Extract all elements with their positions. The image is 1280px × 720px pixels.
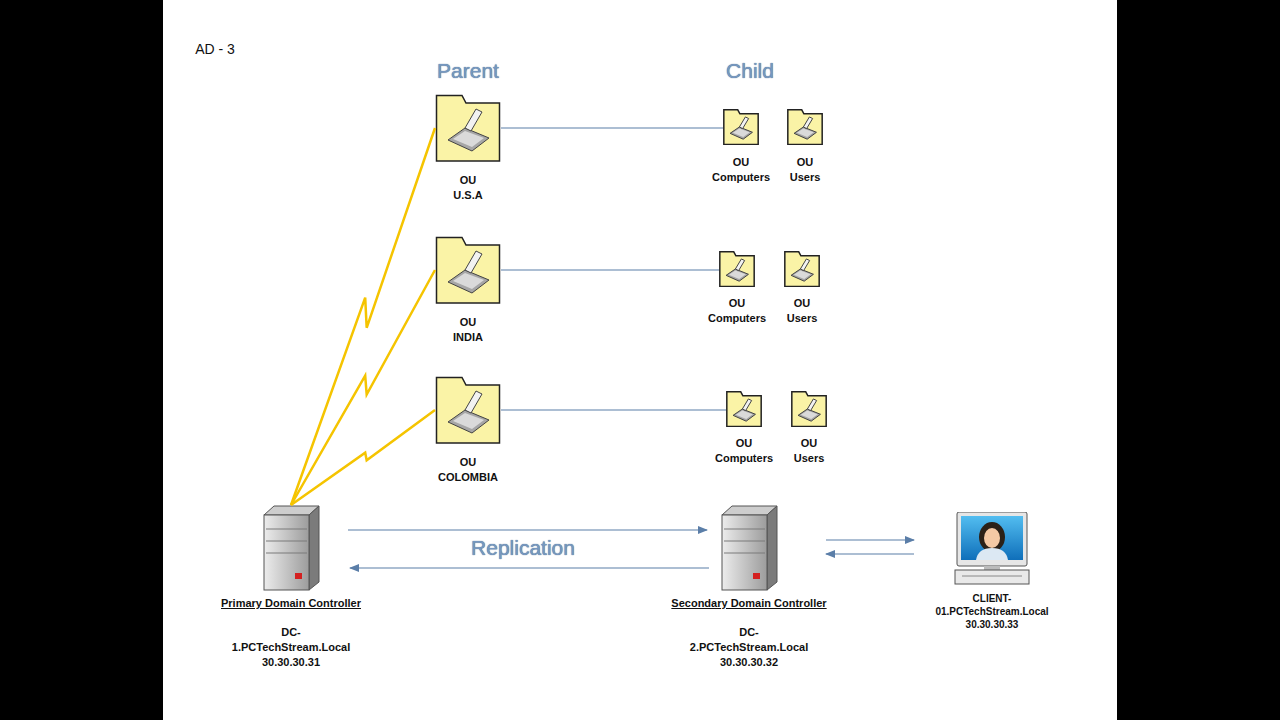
replication-arrow — [348, 529, 707, 530]
server-node: Primary Domain ControllerDC-1.PCTechStre… — [181, 505, 401, 670]
server-role: Primary Domain Controller — [221, 596, 361, 611]
workstation-icon — [954, 512, 1030, 586]
ou-link — [501, 269, 719, 270]
ou-folder: OU INDIA — [413, 236, 523, 345]
traffic-arrow — [826, 539, 914, 540]
lightning-link — [291, 270, 435, 505]
folder-icon — [435, 236, 501, 304]
ou-folder: OU U.S.A — [413, 94, 523, 203]
folder-icon — [724, 110, 758, 145]
ou-folder: OU Users — [775, 109, 835, 185]
server-role: Secondary Domain Controller — [671, 596, 826, 611]
server-icon — [264, 506, 319, 590]
folder-icon — [719, 251, 755, 287]
server-node: Secondary Domain ControllerDC-2.PCTechSt… — [639, 505, 859, 670]
ou-folder: OU Users — [779, 391, 839, 466]
folder-icon — [792, 392, 826, 427]
folder-icon — [435, 94, 501, 162]
ou-label: OU Computers — [715, 436, 773, 466]
folder-icon — [435, 376, 501, 444]
server-icon — [262, 505, 320, 591]
server-address: DC-1.PCTechStream.Local 30.30.30.31 — [232, 625, 350, 670]
ou-label: OU Users — [794, 436, 825, 466]
server-icon — [720, 505, 778, 591]
folder-icon — [791, 391, 827, 427]
folder-icon — [437, 96, 500, 162]
ou-label: OU U.S.A — [453, 173, 482, 203]
server-address: DC-2.PCTechStream.Local 30.30.30.32 — [690, 625, 808, 670]
edge-label: Replication — [471, 536, 575, 560]
folder-icon — [788, 110, 822, 145]
client-node: CLIENT-01.PCTechStream.Local 30.30.30.33 — [892, 512, 1092, 631]
lightning-link — [291, 128, 435, 505]
folder-icon — [437, 378, 500, 444]
folder-icon — [723, 109, 759, 145]
folder-icon — [437, 238, 500, 304]
replication-arrow — [350, 567, 709, 568]
ou-label: OU Computers — [708, 296, 766, 326]
folder-icon — [727, 392, 761, 427]
ou-folder: OU Computers — [697, 251, 777, 326]
ou-folder: OU Computers — [701, 109, 781, 185]
ou-link — [501, 409, 726, 410]
ou-label: OU Computers — [712, 155, 770, 185]
folder-icon — [785, 252, 819, 287]
ou-folder: OU Users — [772, 251, 832, 326]
folder-icon — [784, 251, 820, 287]
ou-label: OU COLOMBIA — [438, 455, 498, 485]
traffic-arrow — [826, 553, 914, 554]
folder-icon — [720, 252, 754, 287]
folder-icon — [787, 109, 823, 145]
column-heading: Parent — [437, 59, 499, 83]
ou-folder: OU COLOMBIA — [413, 376, 523, 485]
ou-label: OU Users — [787, 296, 818, 326]
lightning-link — [291, 410, 435, 505]
ou-folder: OU Computers — [704, 391, 784, 466]
workstation-icon — [955, 512, 1029, 584]
ou-label: OU INDIA — [453, 315, 483, 345]
ou-link — [501, 127, 723, 128]
column-heading: Child — [726, 59, 774, 83]
ou-label: OU Users — [790, 155, 821, 185]
client-address: CLIENT-01.PCTechStream.Local 30.30.30.33 — [935, 592, 1048, 631]
diagram-title: AD - 3 — [195, 41, 235, 57]
server-icon — [722, 506, 777, 590]
folder-icon — [726, 391, 762, 427]
